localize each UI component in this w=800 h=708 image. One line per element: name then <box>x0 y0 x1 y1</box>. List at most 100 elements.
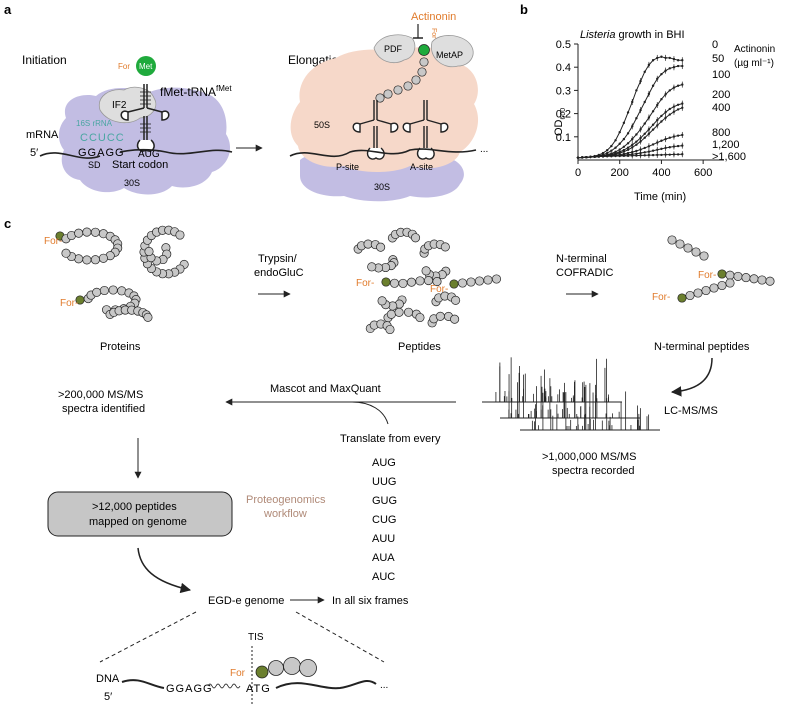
amino-acid-bead <box>406 277 417 287</box>
dna-ellipsis: ... <box>380 680 388 691</box>
data-point <box>622 121 626 125</box>
amino-acid-bead <box>377 296 387 306</box>
workflow-label-2: workflow <box>263 508 307 520</box>
nascent-met-bead <box>418 44 430 56</box>
amino-acid-bead <box>376 242 386 252</box>
data-point <box>635 143 638 146</box>
workflow-label-1: Proteogenomics <box>246 494 326 506</box>
amino-acid-bead <box>175 230 185 240</box>
y-tick-label: 0.1 <box>556 132 571 144</box>
peptide-1 <box>387 227 421 243</box>
protein-2 <box>139 225 189 279</box>
amino-acid-bead <box>108 285 118 295</box>
amino-acid-bead <box>667 235 677 245</box>
chart-series <box>576 54 684 159</box>
data-point <box>643 70 646 74</box>
formyl-bead <box>717 269 727 279</box>
dna-sd-sequence: GGAGG <box>166 683 213 695</box>
data-point <box>593 155 596 158</box>
elongation-ellipsis: ... <box>480 144 488 155</box>
nascent-bead <box>375 93 385 103</box>
amino-acid-bead <box>717 280 727 291</box>
nascent-bead <box>419 57 429 67</box>
data-point <box>643 151 646 154</box>
series-label: 400 <box>712 102 730 114</box>
trna-label: fMet-tRNAfMet <box>160 84 232 99</box>
panel-a-label: a <box>4 2 12 17</box>
dna-strand-left <box>121 679 165 689</box>
data-point <box>660 120 663 123</box>
tis-label: TIS <box>248 632 264 643</box>
legend-units: (µg ml⁻¹) <box>734 58 774 69</box>
data-point <box>626 142 630 145</box>
fmet-trna <box>120 84 170 152</box>
protein-1 <box>55 227 123 265</box>
amino-acid-bead <box>757 275 767 285</box>
peptide-4 <box>421 266 451 281</box>
data-point <box>635 149 638 153</box>
dna-peptide-bead <box>299 659 317 677</box>
data-point <box>660 114 663 118</box>
y-tick-label: 0.4 <box>556 62 571 74</box>
amino-acid-bead <box>403 307 414 317</box>
data-point <box>622 150 626 153</box>
data-point <box>668 146 671 149</box>
data-point <box>668 56 671 60</box>
amino-acid-bead <box>699 251 709 261</box>
amino-acid-bead <box>74 228 84 238</box>
amino-acid-bead <box>367 262 377 272</box>
amino-acid-bead <box>61 248 71 258</box>
codon-item: AUA <box>372 552 395 564</box>
nterm-peptide-2 <box>717 269 775 286</box>
data-point <box>651 123 655 126</box>
data-point <box>610 149 613 152</box>
peptide-8 <box>365 319 395 335</box>
amino-acid-bead <box>709 283 719 293</box>
data-point <box>610 155 613 158</box>
amino-acid-bead <box>410 233 421 243</box>
dna-start-codon: ATG <box>246 683 271 695</box>
data-point <box>626 146 630 149</box>
cofradic-label-1: N-terminal <box>556 253 607 265</box>
amino-acid-bead <box>701 285 711 296</box>
mapped-label-2: mapped on genome <box>89 516 187 528</box>
pdf-label: PDF <box>384 44 403 54</box>
16s-rrna-label: 16S rRNA <box>76 119 113 128</box>
panel-b: b Listeria growth in BHI Actinonin (µg m… <box>520 2 775 203</box>
data-point <box>643 132 646 135</box>
dna-spacer <box>207 683 241 689</box>
ms-spectra <box>482 357 660 431</box>
peptide-3 <box>367 255 399 273</box>
x-axis-label: Time (min) <box>634 191 686 203</box>
data-point <box>618 142 621 145</box>
amino-acid-bead <box>451 295 461 305</box>
amino-acid-bead <box>457 278 468 288</box>
data-point <box>626 132 630 135</box>
nterm-peptides-label: N-terminal peptides <box>654 341 750 353</box>
legend-title: Actinonin <box>734 44 775 55</box>
amino-acid-bead <box>92 287 102 297</box>
nterm-peptide-1 <box>667 235 709 261</box>
y-tick-label: 0.2 <box>556 109 571 121</box>
identified-label-1: >200,000 MS/MS <box>58 389 143 401</box>
data-point <box>660 98 663 101</box>
amino-acid-bead <box>691 247 701 257</box>
amino-acid-bead <box>749 274 759 284</box>
series-label: 200 <box>712 89 730 101</box>
series-label: 800 <box>712 127 730 139</box>
formyl-bead <box>381 277 391 287</box>
mrna-label: mRNA <box>26 129 59 141</box>
data-point <box>610 144 613 148</box>
spectrum <box>520 384 660 431</box>
peptide-formyl-1: For- <box>356 278 374 289</box>
zoom-line-right <box>295 611 385 663</box>
amino-acid-bead <box>389 278 400 288</box>
formyl-peptide-2 <box>449 274 502 289</box>
protein1-formyl: For- <box>44 236 62 247</box>
p-site-label: P-site <box>336 162 359 172</box>
dna-5prime: 5′ <box>104 691 112 703</box>
amino-acid-bead <box>765 276 775 286</box>
amino-acid-bead <box>741 273 751 283</box>
data-point <box>651 59 655 62</box>
